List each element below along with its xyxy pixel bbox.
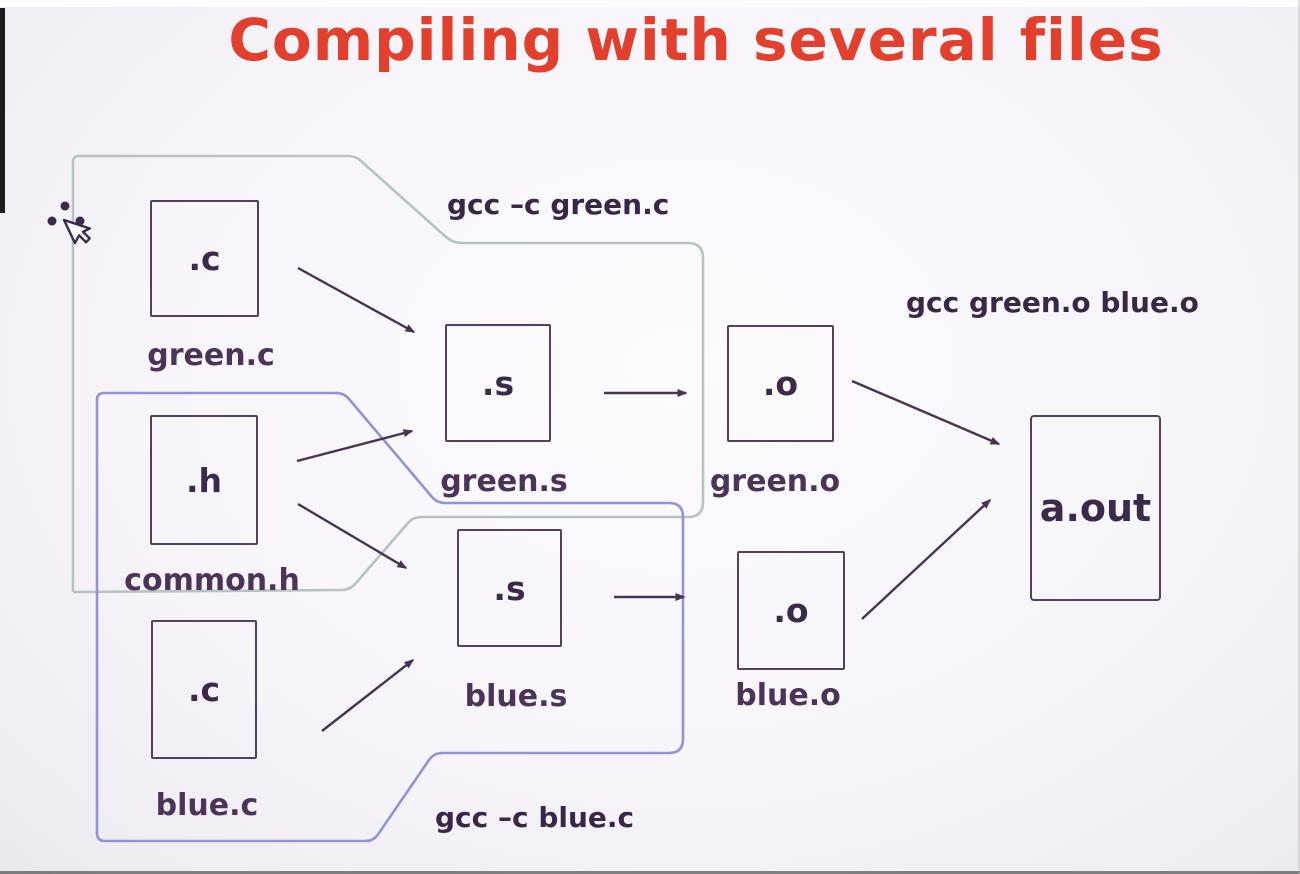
arrow-green-c-to-green-s [297, 266, 416, 334]
cursor-icon [47, 201, 92, 245]
command-link: gcc green.o blue.o [906, 286, 1199, 319]
file-label-green-s: green.s [440, 464, 568, 499]
arrow-green-o-to-aout [851, 379, 1001, 446]
arrow-common-h-to-green-s [296, 429, 414, 463]
file-box-green-o-ext: .o [762, 364, 799, 403]
group-outline-green-compile [71, 154, 705, 594]
screen-edge-bottom [0, 871, 1300, 874]
screen-edge-top [0, 0, 1300, 7]
file-box-blue-c-ext: .c [187, 670, 221, 709]
file-label-common-h: common.h [124, 563, 300, 598]
file-label-blue-o: blue.o [735, 678, 841, 713]
file-box-aout-text: a.out [1039, 486, 1152, 530]
file-box-green-s: .s [445, 324, 551, 442]
page-title: Compiling with several files [228, 6, 1164, 74]
arrow-blue-o-to-aout [861, 498, 992, 620]
file-box-common-h: .h [150, 415, 258, 545]
command-compile-blue: gcc –c blue.c [435, 801, 635, 834]
file-box-green-s-ext: .s [481, 363, 515, 403]
file-label-green-o: green.o [709, 464, 841, 499]
file-box-green-o: .o [727, 325, 834, 442]
file-box-common-h-ext: .h [185, 460, 223, 500]
file-box-blue-s-ext: .s [493, 568, 526, 608]
screen-edge-right [1298, 0, 1300, 874]
file-box-green-c: .c [150, 200, 259, 317]
group-outline-blue-compile [95, 391, 685, 843]
file-box-blue-s: .s [457, 529, 562, 647]
screen-edge-left [0, 8, 5, 213]
file-box-blue-c: .c [151, 620, 257, 759]
file-label-green-c: green.c [147, 338, 275, 373]
file-box-blue-o-ext: .o [773, 591, 809, 630]
file-box-aout: a.out [1030, 415, 1161, 601]
arrow-common-h-to-blue-s [297, 502, 408, 570]
arrow-blue-c-to-blue-s [321, 659, 415, 732]
file-box-blue-o: .o [737, 551, 845, 670]
command-compile-green: gcc –c green.c [447, 188, 670, 221]
file-box-green-c-ext: .c [188, 239, 221, 278]
file-label-blue-s: blue.s [464, 679, 568, 714]
file-label-blue-c: blue.c [155, 788, 259, 823]
